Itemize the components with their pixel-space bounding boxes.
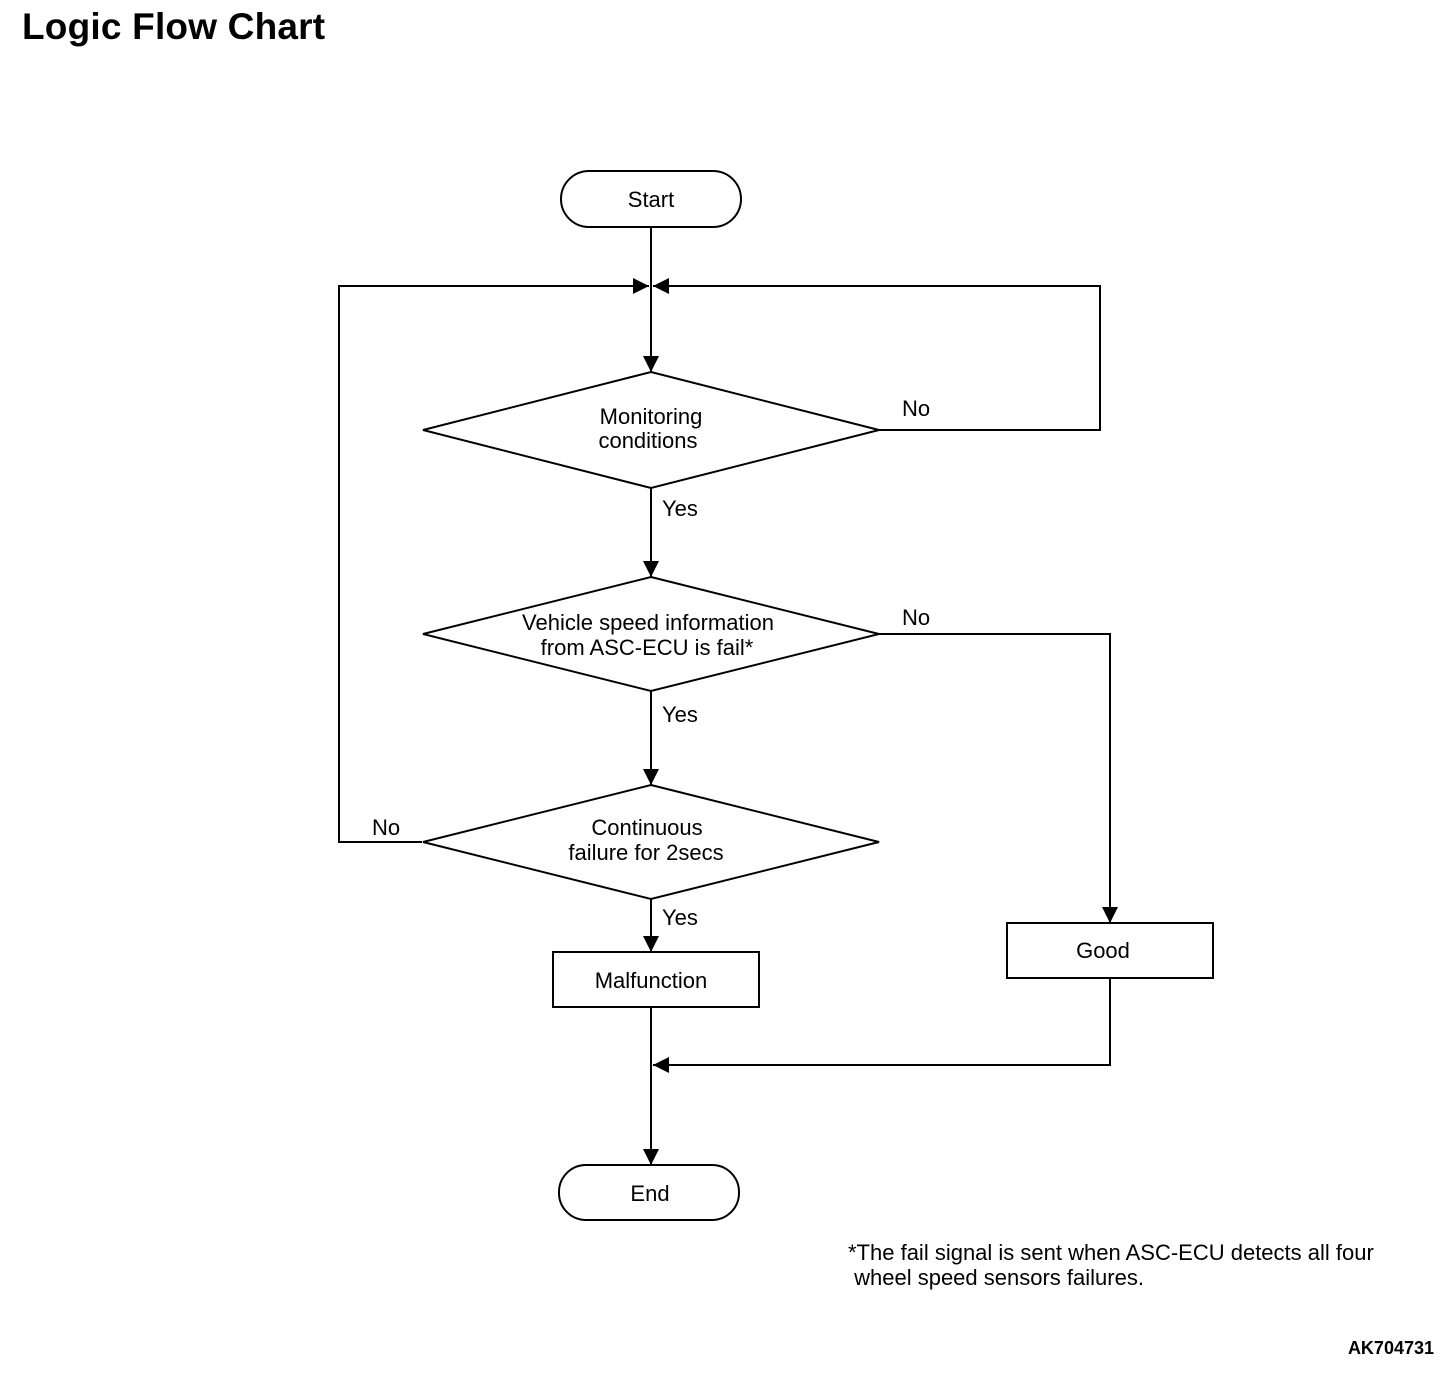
footnote-line1: *The fail signal is sent when ASC-ECU de…: [848, 1240, 1374, 1265]
d3-yes-label: Yes: [662, 905, 698, 930]
good-label: Good: [1076, 938, 1130, 963]
page-title: Logic Flow Chart: [22, 6, 326, 47]
start-label: Start: [628, 187, 674, 212]
good-box: [1006, 922, 1214, 979]
connector-d1-no-loop: [653, 278, 1101, 431]
decision2-label-line2: from ASC-ECU is fail*: [541, 635, 754, 660]
decision2-label-line1: Vehicle speed information: [522, 610, 774, 635]
footnote-line2: wheel speed sensors failures.: [848, 1265, 1144, 1290]
d2-yes-label: Yes: [662, 702, 698, 727]
d1-yes-label: Yes: [662, 496, 698, 521]
footnote: *The fail signal is sent when ASC-ECU de…: [848, 1240, 1374, 1290]
connector-good-to-merge: [653, 978, 1111, 1073]
d1-no-label: No: [902, 396, 930, 421]
decision3-label-line2: failure for 2secs: [568, 840, 723, 865]
document-id: AK704731: [1347, 1338, 1434, 1358]
connector-d3-no-loop: [338, 278, 649, 843]
decision1-label-line1: Monitoring: [600, 404, 703, 429]
connector-d2-no: [879, 633, 1118, 923]
decision3-label-line1: Continuous: [591, 815, 702, 840]
d3-no-label: No: [372, 815, 400, 840]
end-terminal: [558, 1164, 740, 1221]
decision1-label-line2: conditions: [598, 428, 697, 453]
end-label: End: [630, 1181, 669, 1206]
malfunction-label: Malfunction: [595, 968, 708, 993]
malfunction-box: [552, 951, 760, 1008]
d2-no-label: No: [902, 605, 930, 630]
